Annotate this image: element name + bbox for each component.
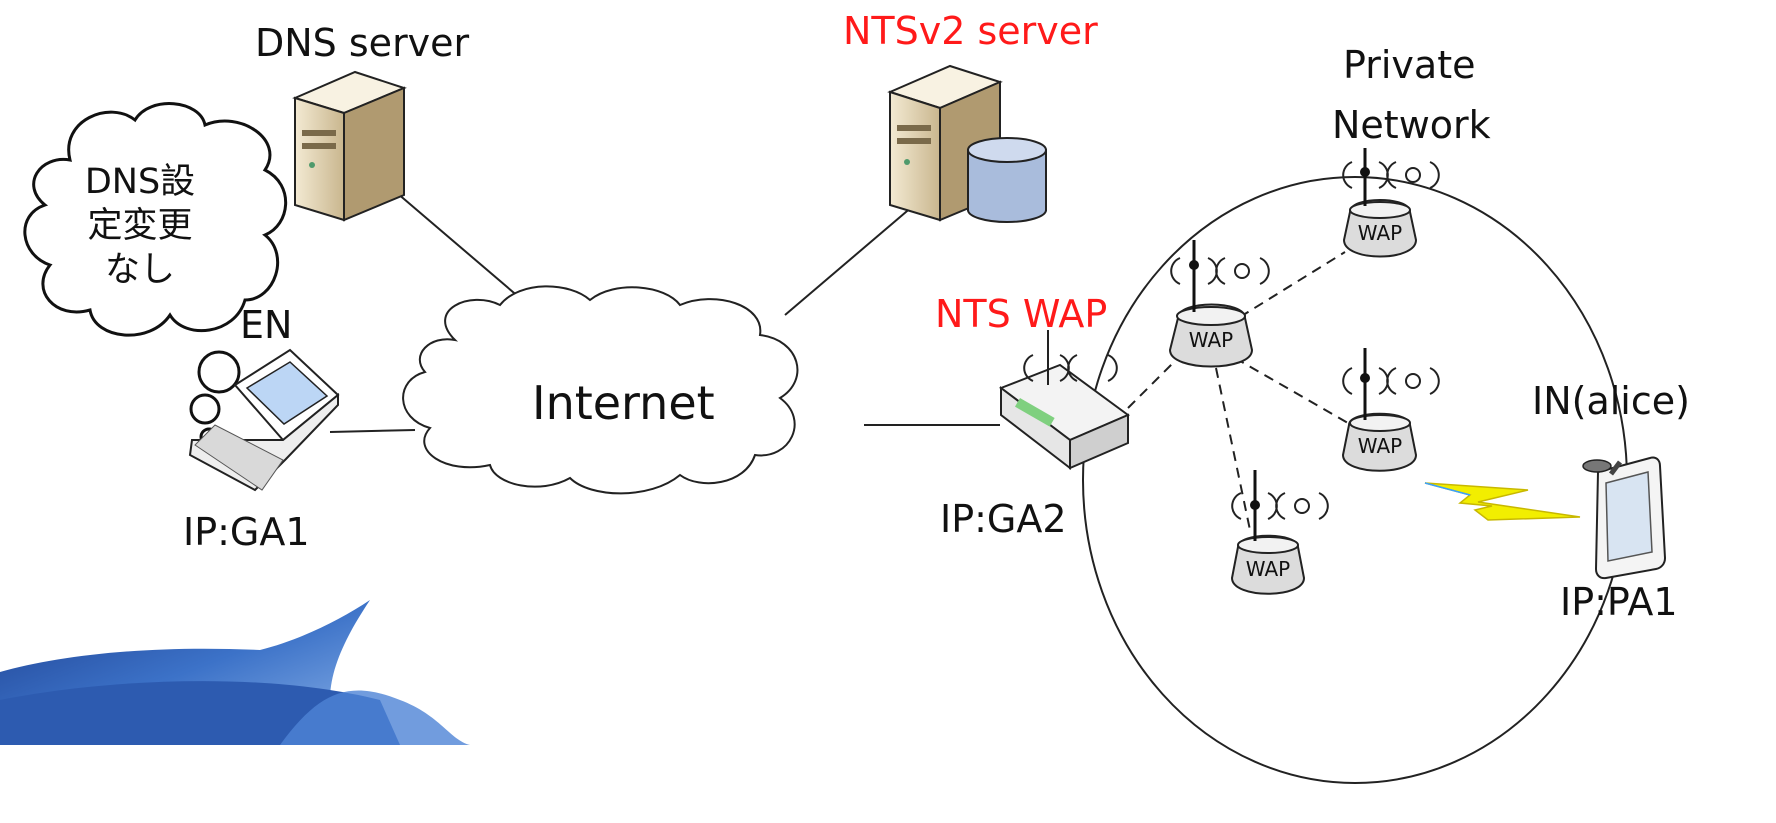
mesh-link-1 <box>1127 352 1184 409</box>
link-laptop-internet <box>329 429 416 433</box>
link-dns-internet <box>396 192 521 299</box>
private-network-label-line2: Network <box>1332 103 1491 147</box>
laptop-icon <box>188 348 340 492</box>
thought-line-3: なし <box>104 250 175 290</box>
lightning-icon <box>1424 482 1581 521</box>
watanabe-lab-logo <box>0 600 470 745</box>
svg-text:WAP: WAP <box>1358 221 1402 245</box>
ip-pa1-label: IP:PA1 <box>1560 580 1678 624</box>
mesh-link-4 <box>1215 367 1251 531</box>
network-diagram: WAP WAP WAP WAP <box>0 9 1690 784</box>
wap-icon: WAP <box>1341 348 1418 472</box>
thought-line-1: DNS設 <box>84 162 196 202</box>
wap-icon: WAP <box>1342 148 1418 258</box>
ip-ga1-label: IP:GA1 <box>183 510 310 554</box>
thought-cloud-text: DNS設 定変更 なし <box>40 160 240 292</box>
internet-cloud-icon <box>402 285 799 495</box>
nts-wap-router-icon <box>998 330 1130 471</box>
tablet-icon <box>1582 456 1667 580</box>
mesh-link-3 <box>1234 357 1349 424</box>
wireless-mesh-links <box>1127 251 1349 531</box>
thought-cloud-icon <box>23 102 288 447</box>
wap-icon: WAP <box>1230 470 1306 595</box>
ntsv2-server-icon <box>887 64 1047 223</box>
database-icon <box>967 137 1047 223</box>
en-label: EN <box>240 303 293 347</box>
ip-ga2-label: IP:GA2 <box>940 497 1067 541</box>
wireless-signal-icon <box>1023 161 1440 520</box>
mesh-link-2 <box>1239 251 1346 318</box>
ntsv2-server-label: NTSv2 server <box>843 9 1098 53</box>
private-network-label-line1: Private <box>1343 43 1476 87</box>
svg-text:WAP: WAP <box>1358 434 1402 458</box>
watanabe-lab-logo-text: Watanabe Lab <box>0 753 508 823</box>
dns-server-icon <box>292 70 407 222</box>
private-network-boundary <box>1082 176 1628 784</box>
diagram-canvas: WAP WAP WAP WAP <box>0 64 1667 784</box>
connection-lines <box>329 192 1000 433</box>
svg-text:WAP: WAP <box>1246 557 1290 581</box>
internet-label: Internet <box>532 376 715 430</box>
nts-wap-label: NTS WAP <box>935 292 1108 336</box>
thought-line-2: 定変更 <box>87 206 193 246</box>
link-ntsv2-internet <box>784 199 921 316</box>
wap-icon: WAP <box>1168 240 1254 368</box>
svg-text:WAP: WAP <box>1189 328 1233 352</box>
in-alice-label: IN(alice) <box>1532 379 1690 423</box>
dns-server-label: DNS server <box>255 21 470 65</box>
